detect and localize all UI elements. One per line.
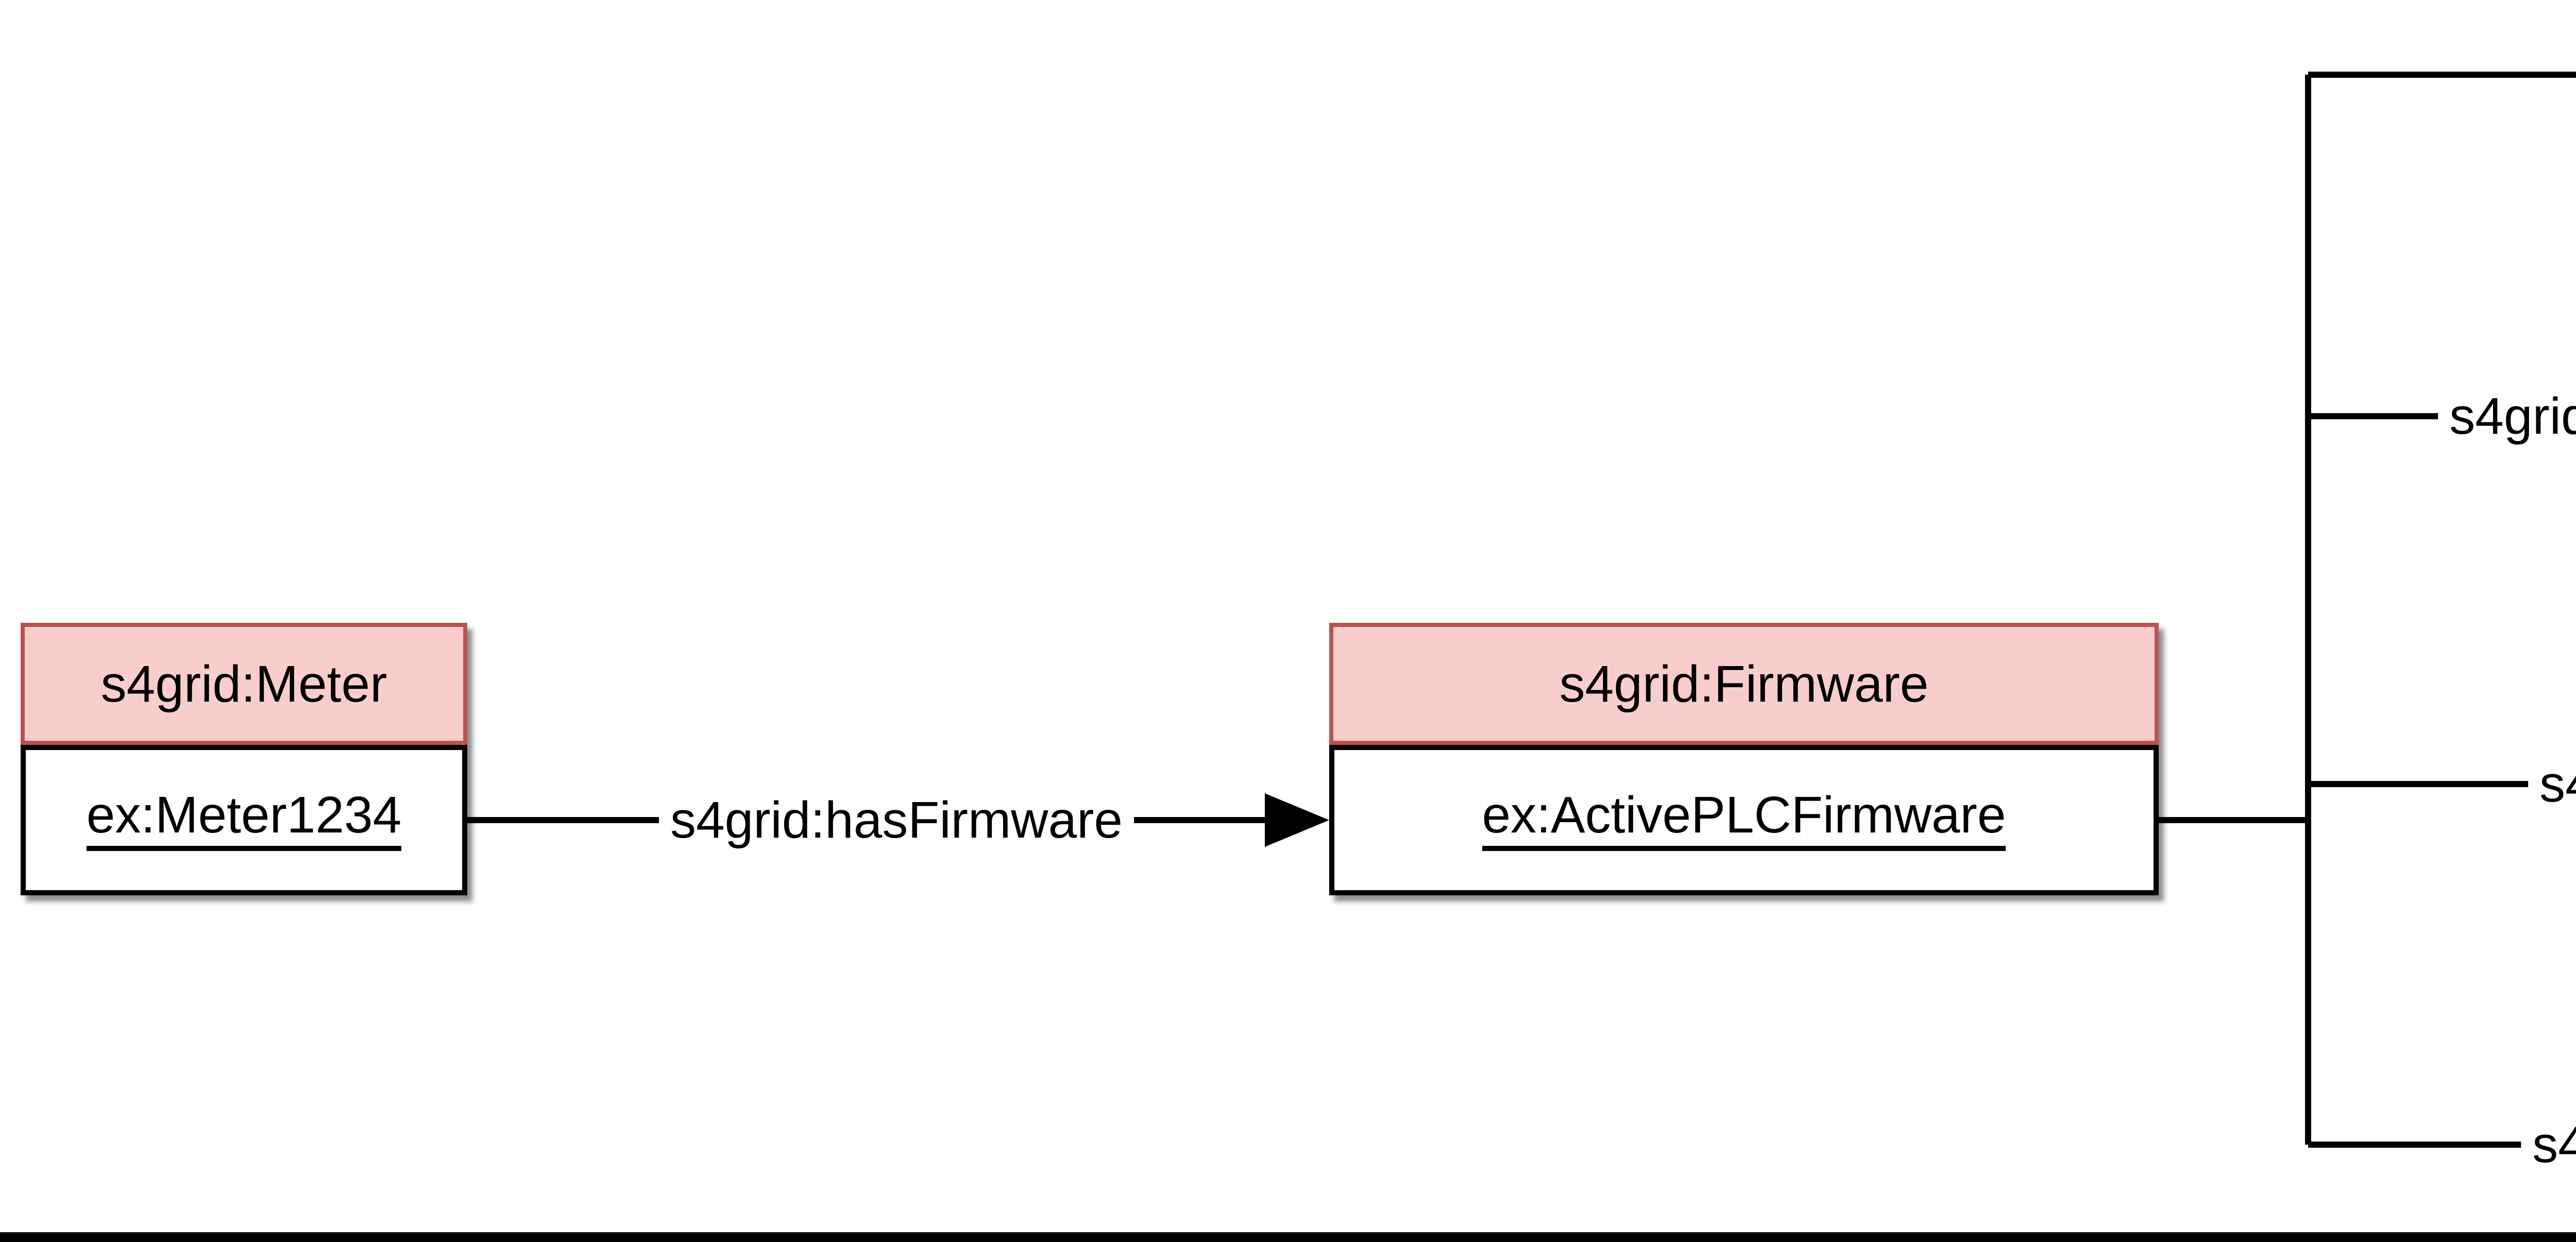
cropped-element-edge-bottom [0,1232,2576,1242]
edge-label-has-firmware-version: s4grid:hasFirmwareVersion [2438,387,2576,445]
class-type-label: s4grid:Meter [100,655,387,713]
class-node-meter: s4grid:Meter ex:Meter1234 [21,623,467,895]
class-node-firmware-header: s4grid:Firmware [1329,623,2159,745]
class-node-meter-header: s4grid:Meter [21,623,467,745]
class-node-firmware-body: ex:ActivePLCFirmware [1329,745,2159,895]
edge-label-has-vendor-id: s4grid:hasVendorId [2528,755,2576,813]
class-node-meter-body: ex:Meter1234 [21,745,467,895]
edge-label-has-firmware: s4grid:hasFirmware [658,791,1134,849]
class-node-firmware: s4grid:Firmware ex:ActivePLCFirmware [1329,623,2159,895]
edge-label-has-product-id: s4grid:hasProductId [2521,1116,2576,1173]
class-type-label: s4grid:Firmware [1559,655,1929,713]
instance-label: ex:ActivePLCFirmware [1482,789,2006,851]
arrowhead-has-firmware [1265,793,1329,847]
instance-label: ex:Meter1234 [86,789,402,851]
